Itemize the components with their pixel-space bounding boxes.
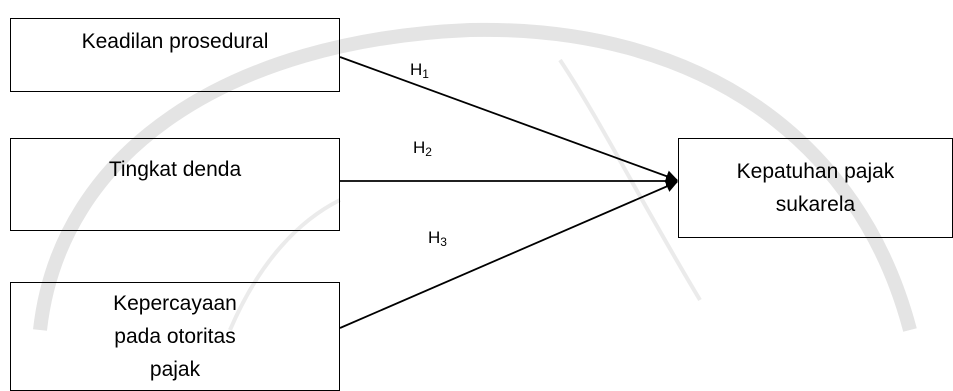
node-label: Keadilan prosedural xyxy=(81,30,269,53)
hypothesis-label-h3: H3 xyxy=(428,228,447,249)
hypothesis-label-h1: H1 xyxy=(410,60,429,81)
node-label: Kepercayaan pada otoritas pajak xyxy=(113,292,237,381)
node-label: Tingkat denda xyxy=(108,158,242,181)
edge-h3 xyxy=(339,180,678,329)
node-label: Kepatuhan pajak sukarela xyxy=(736,160,895,216)
edge-h1 xyxy=(339,56,678,182)
node-tingkat-denda: Tingkat denda xyxy=(10,138,340,231)
node-kepatuhan-pajak-sukarela: Kepatuhan pajak sukarela xyxy=(678,138,953,238)
node-keadilan-prosedural: Keadilan prosedural xyxy=(10,18,340,92)
hypothesis-label-h2: H2 xyxy=(413,138,432,159)
